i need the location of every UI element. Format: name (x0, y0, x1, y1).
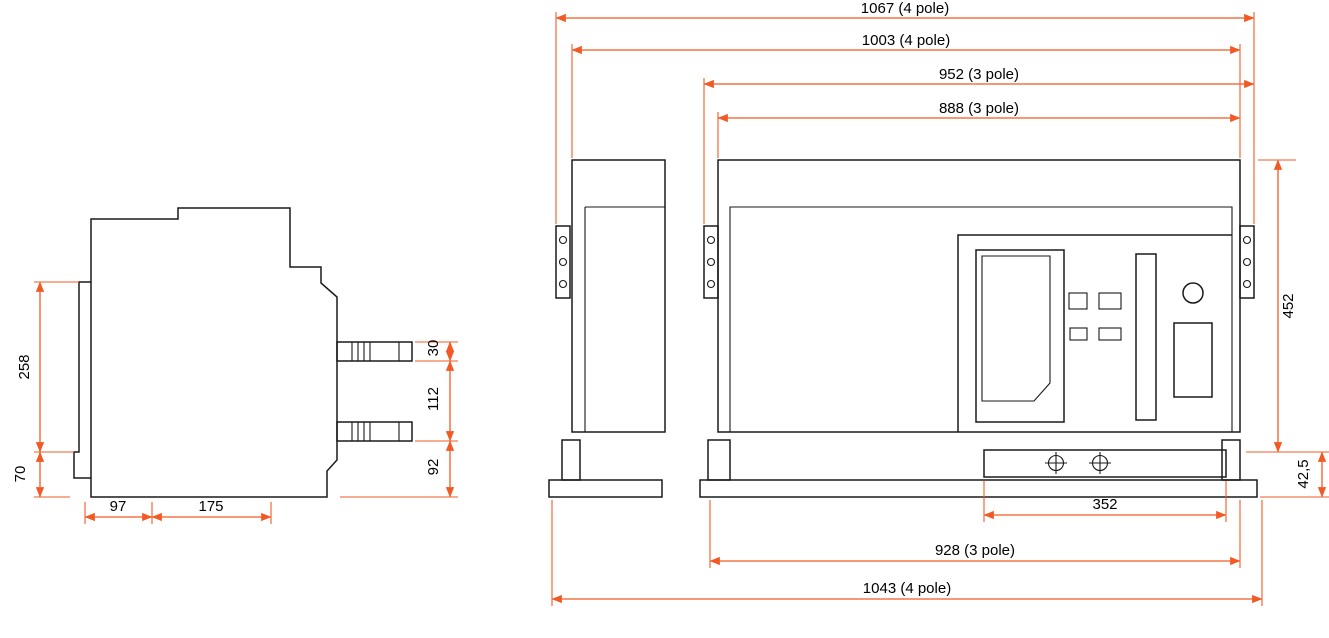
terminal-lower (336, 421, 413, 442)
racking-plate-bar (983, 449, 1227, 478)
nameplate (1173, 322, 1213, 398)
support-foot (561, 439, 581, 481)
terminal-upper-bar (336, 341, 413, 362)
dim-label-175: 175 (198, 498, 223, 515)
front-door (975, 249, 1065, 423)
dim-body-4pole-1003: 1003 (4 pole) (571, 32, 1241, 158)
indicator-button (1068, 292, 1088, 310)
breaker-front-plate (73, 281, 91, 479)
dim-label-70: 70 (12, 466, 29, 483)
dim-terminal-pitch-112: 112 (415, 360, 458, 442)
dim-bottom-front-97: 97 (84, 498, 153, 524)
mounting-bracket-right (1239, 225, 1255, 299)
bracket-hole (706, 279, 716, 289)
pushbutton-round (1182, 282, 1204, 304)
base-plate (699, 479, 1258, 498)
support-foot (1221, 439, 1241, 481)
dim-label-928-3pole: 928 (3 pole) (935, 542, 1015, 559)
racking-plate (983, 449, 1227, 478)
dim-terminal-bottom-92: 92 (340, 440, 458, 498)
bracket-hole (558, 235, 568, 245)
dim-base-3pole-928: 928 (3 pole) (709, 500, 1241, 568)
escutcheon-panel (957, 234, 1232, 432)
front-view: 1067 (4 pole) 1003 (4 pole) 952 (3 pole)… (548, 0, 1329, 606)
dim-bottom-rear-175: 175 (151, 498, 272, 524)
dim-label-952-3pole: 952 (3 pole) (939, 66, 1019, 83)
bracket-hole (558, 279, 568, 289)
dim-label-112: 112 (425, 387, 442, 411)
dim-base-height-42-5: 42,5 (1260, 451, 1329, 498)
terminal-upper (336, 341, 413, 362)
base-plate (548, 479, 663, 498)
dim-label-1003-4pole: 1003 (4 pole) (862, 32, 950, 49)
dim-panel-width-352: 352 (983, 481, 1227, 522)
dim-terminal-thickness-30: 30 (415, 340, 458, 362)
dim-label-258: 258 (16, 354, 33, 379)
dim-label-1043-4pole: 1043 (4 pole) (863, 580, 951, 597)
dim-label-1067-4pole: 1067 (4 pole) (861, 0, 949, 17)
dim-label-352: 352 (1092, 496, 1117, 513)
bracket-hole (706, 235, 716, 245)
main-body-section (699, 159, 1258, 498)
operating-slot (1135, 253, 1157, 421)
indicator-button (1098, 292, 1122, 310)
indicator-button (1069, 327, 1088, 341)
bracket-hole (1242, 279, 1252, 289)
fourth-pole-housing (571, 159, 666, 433)
bracket-hole (706, 257, 716, 267)
dim-label-92: 92 (425, 459, 442, 476)
dim-label-42-5: 42,5 (1295, 459, 1312, 488)
door-outer (975, 249, 1065, 423)
mounting-bracket-left (555, 225, 571, 299)
breaker-housing (717, 159, 1241, 433)
mounting-bracket-left (703, 225, 719, 299)
side-view: 258 70 97 175 30 112 (12, 207, 458, 524)
bracket-hole (1242, 257, 1252, 267)
dim-overall-3pole-952: 952 (3 pole) (703, 66, 1255, 224)
dim-label-97: 97 (110, 498, 127, 515)
dim-base-height-70: 70 (12, 451, 70, 498)
dim-height-452: 452 (1246, 159, 1329, 453)
dim-total-height-258: 258 (16, 281, 79, 453)
dim-overall-4pole-1067: 1067 (4 pole) (555, 0, 1255, 224)
dim-label-30: 30 (425, 340, 442, 357)
fourth-pole-section (548, 159, 666, 498)
bracket-hole (1242, 235, 1252, 245)
dim-body-3pole-888: 888 (3 pole) (717, 100, 1241, 158)
indicator-button (1098, 327, 1122, 341)
terminal-lower-bar (336, 421, 413, 442)
support-foot (707, 439, 731, 481)
dim-base-4pole-1043: 1043 (4 pole) (551, 500, 1263, 606)
inner-face-panel (729, 206, 1233, 432)
dim-label-452: 452 (1280, 293, 1297, 318)
door-inner (981, 255, 1051, 402)
bracket-hole (558, 257, 568, 267)
dim-label-888-3pole: 888 (3 pole) (939, 100, 1019, 117)
breaker-side-outline (90, 207, 338, 498)
